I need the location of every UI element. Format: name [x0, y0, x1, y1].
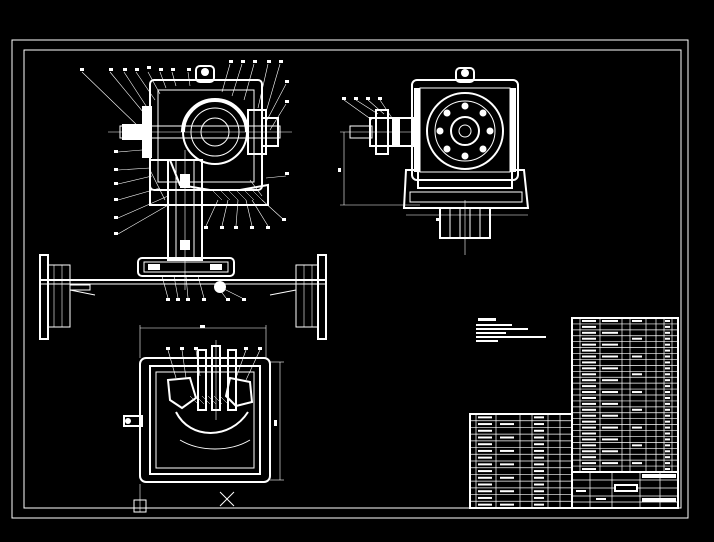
front-view [39, 60, 327, 340]
top-view [123, 325, 284, 513]
title-block-table [469, 413, 679, 509]
outer-border [11, 39, 689, 519]
side-view [338, 67, 530, 255]
parts-list-table [571, 317, 679, 473]
technical-requirements-note [476, 318, 546, 342]
inner-border [23, 49, 682, 509]
